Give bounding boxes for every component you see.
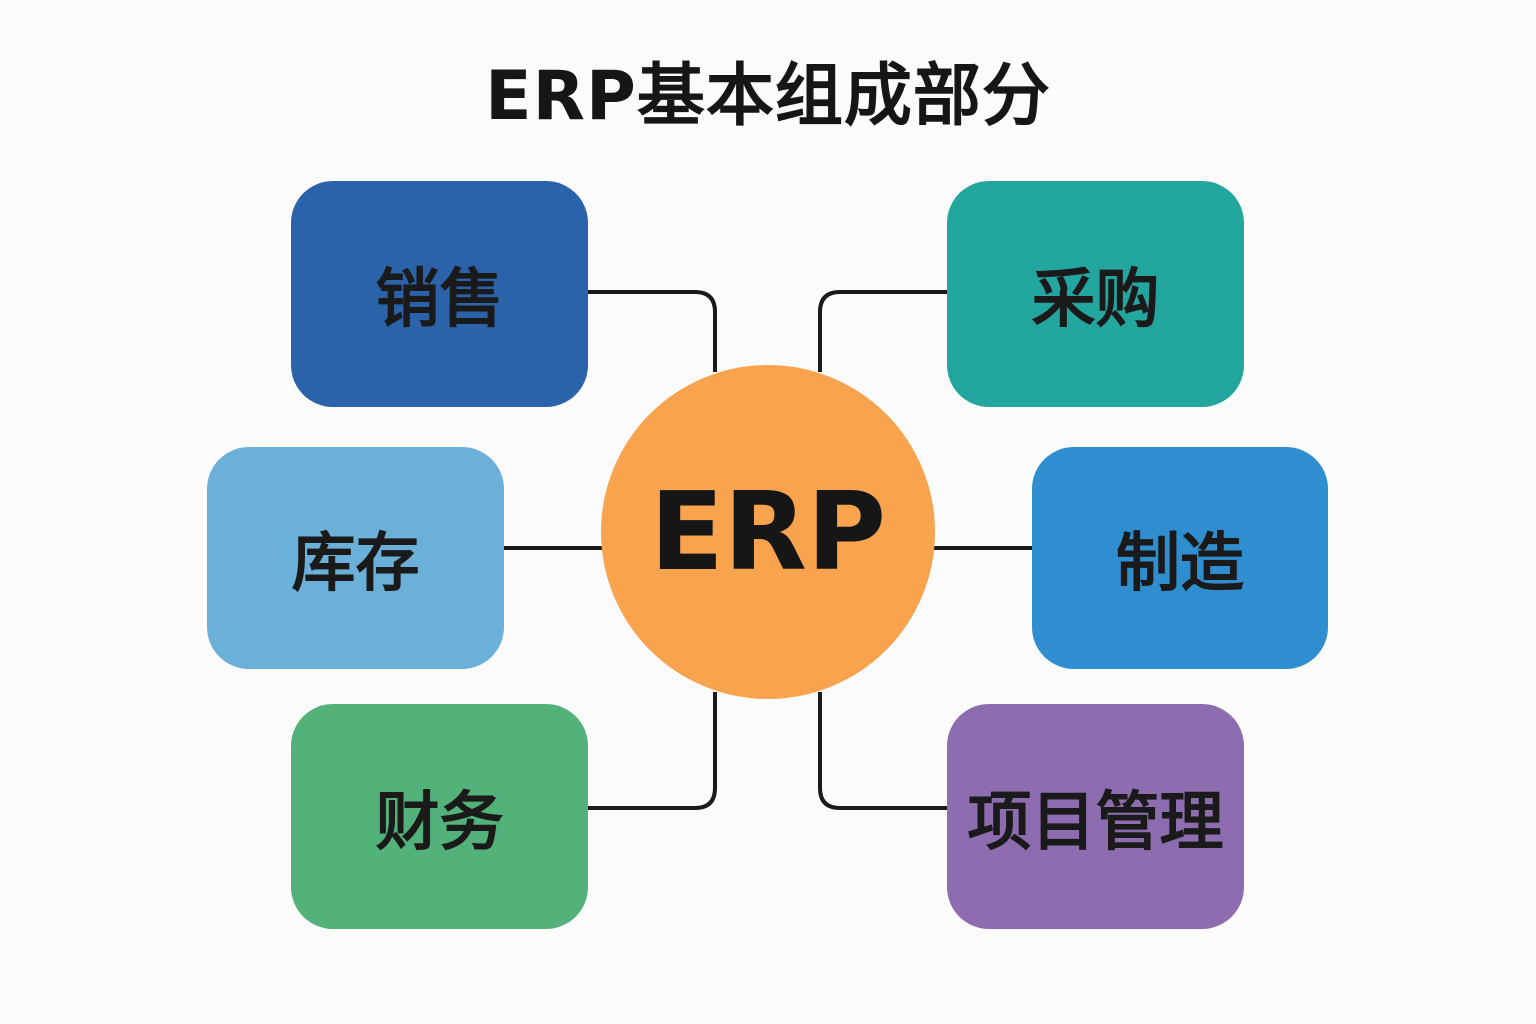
module-label: 项目管理	[967, 785, 1224, 860]
connector-project-management	[818, 692, 947, 810]
module-project-management: 项目管理	[947, 704, 1244, 929]
module-label: 销售	[375, 263, 504, 337]
connector-procurement	[818, 290, 947, 372]
module-procurement: 采购	[947, 181, 1244, 407]
module-label: 库存	[291, 527, 420, 601]
connector-finance	[588, 692, 717, 810]
module-finance: 财务	[291, 704, 588, 929]
module-label: 制造	[1116, 527, 1244, 601]
connector-sales	[588, 290, 717, 372]
diagram-title: ERP基本组成部分	[485, 57, 1051, 136]
module-sales: 销售	[291, 181, 588, 407]
module-inventory: 库存	[207, 447, 504, 669]
erp-center-node: ERP	[601, 365, 935, 699]
module-label: 采购	[1031, 263, 1160, 337]
center-label: ERP	[649, 469, 887, 595]
module-manufacturing: 制造	[1032, 447, 1328, 669]
module-label: 财务	[375, 785, 504, 860]
